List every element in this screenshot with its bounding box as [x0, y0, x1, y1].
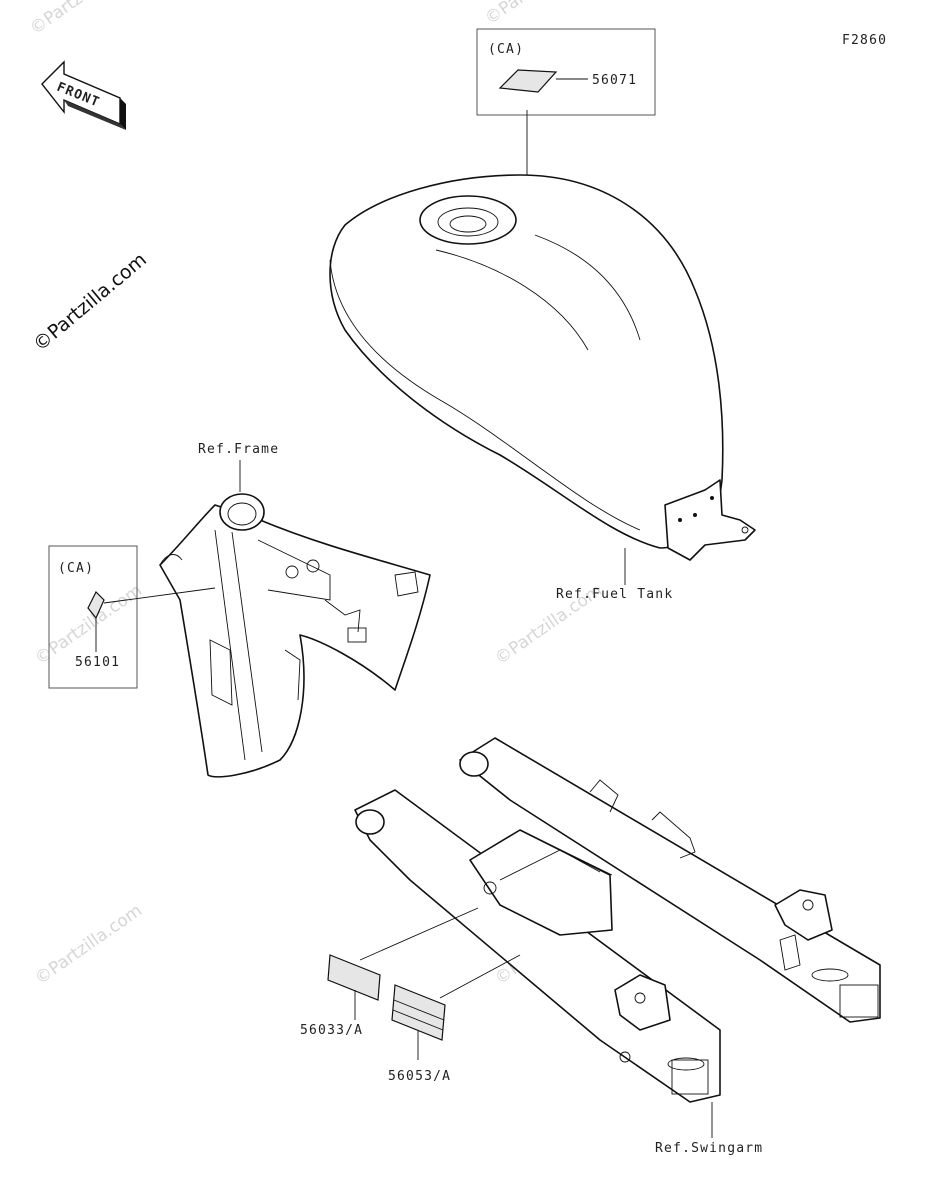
- part-number-56053: 56053/A: [388, 1069, 451, 1084]
- label-56053-sticker: [391, 984, 446, 1041]
- ca-label-left: (CA): [58, 561, 94, 576]
- ca-label-top: (CA): [488, 42, 524, 57]
- watermark: ©Partzilla.com: [481, 0, 596, 29]
- frame-drawing: [159, 493, 431, 778]
- watermark: ©Partzilla.com: [26, 0, 141, 39]
- label-56071-sticker: [498, 69, 558, 93]
- part-number-56071: 56071: [592, 73, 637, 88]
- callout-56101: (CA) 56101: [48, 545, 216, 689]
- part-number-56101: 56101: [75, 655, 120, 670]
- watermark: ©Partzilla.com: [31, 901, 146, 990]
- ref-swingarm-label: Ref.Swingarm: [655, 1141, 763, 1156]
- ca-box-left: [48, 545, 138, 689]
- front-arrow-icon: FRONT: [41, 60, 126, 130]
- ref-fuel-tank-label: Ref.Fuel Tank: [556, 587, 673, 602]
- label-56033-sticker: [327, 954, 381, 1001]
- leader-56101: [103, 587, 216, 604]
- label-56101-sticker: [87, 590, 105, 620]
- leader-56053: [439, 954, 521, 999]
- partzilla-logo-text: ©Partzilla.com: [29, 249, 151, 356]
- ca-box-top: [476, 28, 656, 116]
- ref-frame-label: Ref.Frame: [198, 442, 279, 457]
- leader-56033: [359, 907, 479, 961]
- swingarm-drawing: [354, 737, 881, 1138]
- callout-56053: 56053/A: [388, 954, 521, 1084]
- fuel-tank-drawing: [329, 174, 756, 585]
- callout-56033: 56033/A: [300, 907, 479, 1038]
- figure-code: F2860: [842, 33, 887, 48]
- part-number-56033: 56033/A: [300, 1023, 363, 1038]
